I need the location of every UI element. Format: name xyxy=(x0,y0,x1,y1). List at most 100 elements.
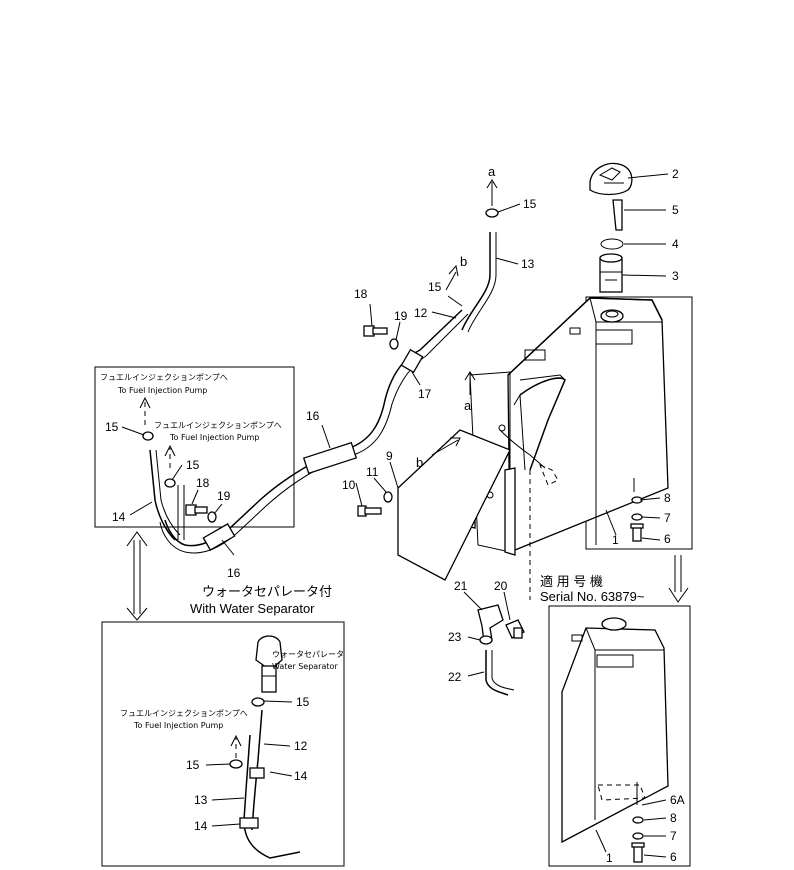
pipe-part-12-outline xyxy=(159,313,469,554)
rod-part-5 xyxy=(612,199,623,231)
note-fip-jp: フュエルインジェクションポンプへ xyxy=(100,373,228,382)
plate-part-9 xyxy=(397,429,511,581)
callout-7: 7 xyxy=(670,829,677,843)
fuel-tank-serial xyxy=(561,617,669,844)
callout-19: 19 xyxy=(217,489,231,503)
note-fip-jp: フュエルインジェクションポンプへ xyxy=(154,421,282,430)
valve-part-20 xyxy=(505,619,525,639)
callout-9: 9 xyxy=(386,449,393,463)
serial-heading-jp: 適 用 号 機 xyxy=(540,574,603,589)
washer-part-19 xyxy=(207,338,399,523)
callout-16: 16 xyxy=(306,409,320,423)
water-separator-assembly xyxy=(251,635,283,707)
note-fip-en: To Fuel Injection Pump xyxy=(117,386,207,395)
serial-heading-en: Serial No. 63879~ xyxy=(540,589,645,604)
callout-15: 15 xyxy=(186,458,200,472)
callout-22: 22 xyxy=(448,670,462,684)
note-water-separator-en: Water Separator xyxy=(272,662,338,671)
down-arrow-icon xyxy=(668,555,689,603)
ref-letter-b: b xyxy=(460,254,467,269)
clamp-part-14-detail xyxy=(249,767,265,779)
callout-1: 1 xyxy=(612,533,619,547)
hose-outline-detail xyxy=(155,449,181,536)
callout-2: 2 xyxy=(672,167,679,181)
tank-frame-serial xyxy=(548,605,691,867)
callout-21: 21 xyxy=(454,579,468,593)
clamp-part-16 xyxy=(202,441,358,551)
callout-20: 20 xyxy=(494,579,508,593)
callout-15: 15 xyxy=(523,197,537,211)
note-fip-jp: フュエルインジェクションポンプへ xyxy=(120,709,248,718)
o-ring-part-4 xyxy=(600,238,624,250)
clamp-part-15-detail xyxy=(229,759,243,769)
callout-15: 15 xyxy=(186,758,200,772)
double-arrow-icon xyxy=(126,531,148,621)
callout-15: 15 xyxy=(428,280,442,294)
hose-part-14-detail xyxy=(149,449,176,541)
clamp-part-17 xyxy=(400,348,424,374)
hose-part-13-detail xyxy=(243,734,301,859)
callout-8: 8 xyxy=(664,491,671,505)
ref-letter-a: a xyxy=(464,398,472,413)
ref-letter-a: a xyxy=(488,164,496,179)
ref-arrow-b-pipe xyxy=(445,264,459,291)
fuel-tank-main xyxy=(469,297,669,553)
callout-5: 5 xyxy=(672,203,679,217)
ref-arrow-a-top xyxy=(486,179,498,206)
heading-with-water-separator-jp: ウォータセパレータ付 xyxy=(202,584,332,599)
callout-18: 18 xyxy=(354,287,368,301)
callout-6: 6 xyxy=(664,532,671,546)
ref-arrow-b-tank xyxy=(431,437,461,456)
note-fip-en: To Fuel Injection Pump xyxy=(169,433,259,442)
heading-with-water-separator-en: With Water Separator xyxy=(190,601,315,616)
callout-13: 13 xyxy=(521,257,535,271)
clamp-part-23 xyxy=(479,635,493,645)
bolt-part-10 xyxy=(357,505,382,517)
up-arrow-icon-fip-2 xyxy=(164,444,176,468)
fuel-cap-part-2 xyxy=(589,162,633,196)
callout-10: 10 xyxy=(342,478,356,492)
callout-13: 13 xyxy=(194,793,208,807)
callout-14: 14 xyxy=(194,819,208,833)
ref-arrow-a-tank xyxy=(464,371,476,395)
leader-lines xyxy=(121,173,669,858)
callout-labels: 2 5 4 3 15 13 15 12 18 19 17 16 9 11 10 … xyxy=(105,164,685,865)
callout-4: 4 xyxy=(672,237,679,251)
bolt-part-18 xyxy=(185,325,388,516)
callout-14: 14 xyxy=(294,769,308,783)
clamp-part-15-mid xyxy=(164,478,176,488)
clamp-part-14-detail-lower xyxy=(239,817,259,829)
washer-part-11 xyxy=(383,491,393,503)
up-arrow-icon-fip-3 xyxy=(230,734,242,758)
callout-18: 18 xyxy=(196,476,210,490)
callout-14: 14 xyxy=(112,510,126,524)
detail-frame-upper-left xyxy=(94,366,295,528)
callout-15: 15 xyxy=(296,695,310,709)
callout-12: 12 xyxy=(294,739,308,753)
callout-11: 11 xyxy=(366,465,379,479)
callout-15: 15 xyxy=(105,420,119,434)
hose-part-13 xyxy=(461,232,491,331)
tank-bolt-group-serial xyxy=(631,782,645,863)
elbow-part-21 xyxy=(477,604,504,643)
callout-3: 3 xyxy=(672,269,679,283)
note-fip-en: To Fuel Injection Pump xyxy=(133,721,223,730)
callout-23: 23 xyxy=(448,630,462,644)
callout-1: 1 xyxy=(606,851,613,865)
hose-part-22 xyxy=(485,650,509,696)
pipe-part-12 xyxy=(164,309,463,547)
up-arrow-icon-fip-1 xyxy=(139,396,151,425)
callout-12: 12 xyxy=(414,306,428,320)
ref-letter-b: b xyxy=(416,455,423,470)
callout-17: 17 xyxy=(418,387,432,401)
hose-part-13-outline xyxy=(467,232,497,333)
detail-frame-water-separator xyxy=(101,621,345,867)
callout-6: 6 xyxy=(670,850,677,864)
callout-6A: 6A xyxy=(670,793,685,807)
callout-7: 7 xyxy=(664,511,671,525)
callout-16: 16 xyxy=(227,566,241,580)
hose-part-22-outline xyxy=(491,650,515,691)
callout-8: 8 xyxy=(670,811,677,825)
strainer-part-3 xyxy=(599,253,623,293)
